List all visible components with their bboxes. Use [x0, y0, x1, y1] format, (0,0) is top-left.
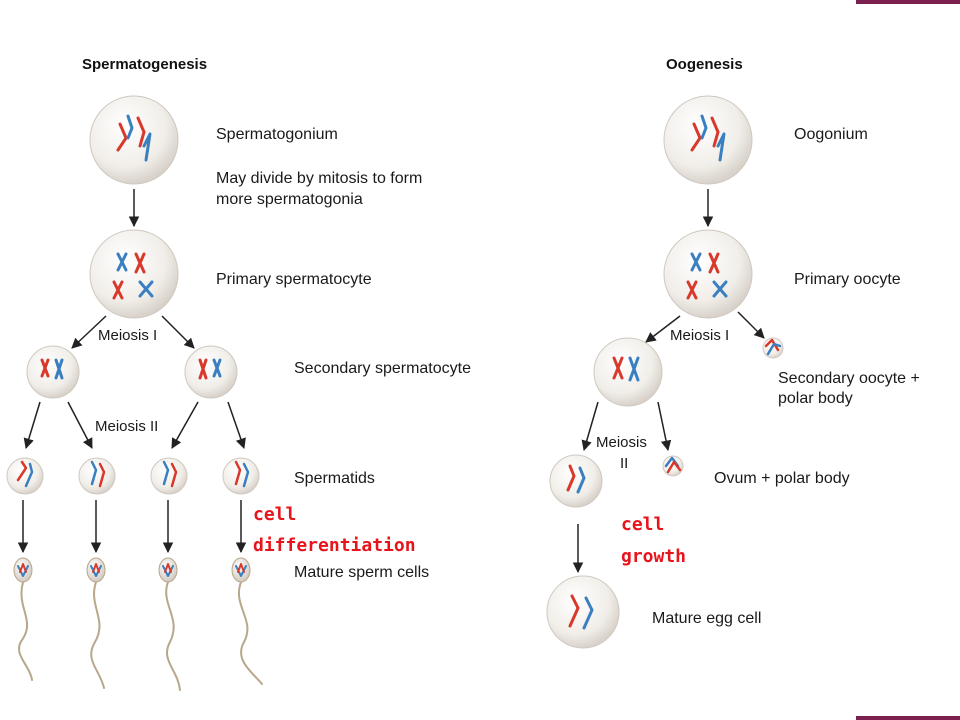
- mature-sperm-label: Mature sperm cells: [294, 564, 429, 581]
- spermatid-1: [6, 457, 44, 495]
- oo-meiosis-2-label-line2: II: [620, 455, 628, 472]
- ovum-polar-body-label: Ovum + polar body: [714, 470, 850, 487]
- primary-oocyte-label: Primary oocyte: [794, 271, 901, 288]
- primary-spermatocyte-label: Primary spermatocyte: [216, 271, 372, 288]
- mature-egg-cell: [546, 575, 620, 649]
- arrow-primary-to-secondary-right: [161, 315, 195, 349]
- secondary-oocyte-label-line1: Secondary oocyte +: [778, 370, 920, 387]
- mitosis-note-line2: more spermatogonia: [216, 191, 363, 208]
- oo-meiosis-1-label: Meiosis I: [670, 327, 729, 344]
- arrow-secondary-right-a: [171, 401, 199, 449]
- spermatogonium-label: Spermatogonium: [216, 126, 338, 143]
- spermatids-label: Spermatids: [294, 470, 375, 487]
- mature-egg-label: Mature egg cell: [652, 610, 761, 627]
- spermatogenesis-title: Spermatogenesis: [82, 56, 207, 73]
- secondary-spermatocyte-label: Secondary spermatocyte: [294, 360, 471, 377]
- arrow-secondary-left-b: [67, 401, 93, 449]
- cell-differentiation-line1: cell: [253, 504, 296, 525]
- oogonium-cell: [663, 95, 753, 185]
- secondary-oocyte-label-line2: polar body: [778, 390, 853, 407]
- sperm-cell-3: [158, 557, 181, 691]
- arrow-primary-oocyte-to-polar: [737, 311, 765, 339]
- arrow-secondary-left-a: [23, 401, 41, 450]
- spermatid-2: [78, 457, 116, 495]
- primary-spermatocyte-cell: [89, 229, 179, 319]
- oogonium-label: Oogonium: [794, 126, 868, 143]
- arrow-primary-to-secondary-left: [71, 315, 107, 349]
- oogenesis-title: Oogenesis: [666, 56, 743, 73]
- cell-growth-line1: cell: [621, 514, 664, 535]
- spermatogonium-cell: [89, 95, 179, 185]
- arrow-secondary-right-b: [227, 401, 246, 449]
- secondary-oocyte-cell: [593, 337, 663, 407]
- corner-accent-top: [856, 0, 960, 4]
- sperm-cell-4: [231, 557, 263, 685]
- cell-growth-line2: growth: [621, 546, 686, 567]
- polar-body-2: [662, 455, 684, 477]
- sperm-meiosis-2-label: Meiosis II: [95, 418, 158, 435]
- cell-differentiation-line2: differentiation: [253, 535, 416, 556]
- primary-oocyte-cell: [663, 229, 753, 319]
- arrow-secondary-oocyte-to-ovum: [581, 401, 599, 452]
- oo-meiosis-2-label-line1: Meiosis: [596, 434, 647, 451]
- arrow-secondary-oocyte-to-polar: [657, 401, 672, 452]
- ovum-cell: [549, 454, 603, 508]
- sperm-cell-1: [13, 557, 33, 681]
- sperm-meiosis-1-label: Meiosis I: [98, 327, 157, 344]
- secondary-spermatocyte-left: [26, 345, 80, 399]
- sperm-cell-2: [86, 557, 106, 689]
- secondary-spermatocyte-right: [184, 345, 238, 399]
- spermatid-4: [222, 457, 260, 495]
- corner-accent-bottom: [856, 716, 960, 720]
- spermatid-3: [150, 457, 188, 495]
- arrow-primary-oocyte-to-secondary: [645, 315, 681, 343]
- polar-body-1: [762, 337, 784, 359]
- mitosis-note-line1: May divide by mitosis to form: [216, 170, 422, 187]
